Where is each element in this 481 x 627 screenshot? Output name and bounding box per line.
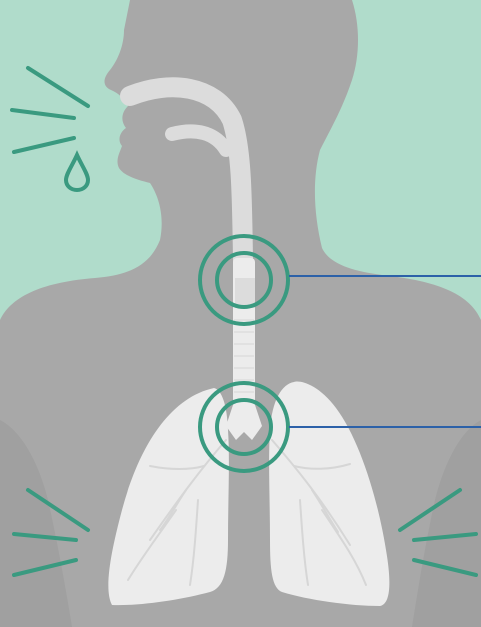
larynx xyxy=(235,278,255,308)
